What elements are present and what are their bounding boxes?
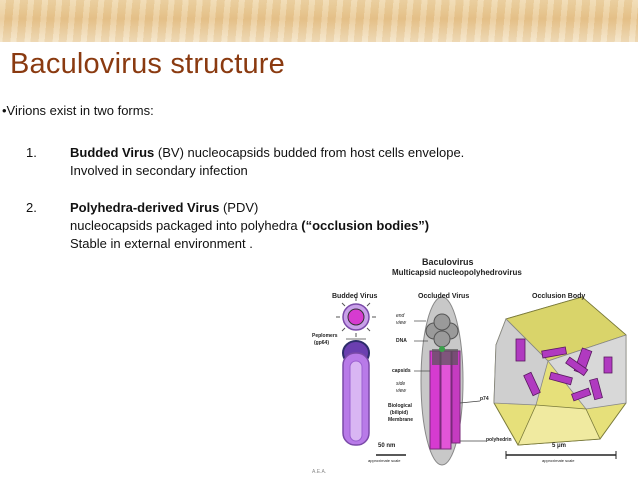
scale-bar-1-note: approximate scale bbox=[368, 458, 401, 463]
occluded-capsid-1 bbox=[429, 350, 441, 450]
header-banner-texture bbox=[0, 0, 638, 42]
label-view-2: view bbox=[396, 388, 407, 394]
label-bilipid: (bilipid) bbox=[390, 410, 409, 416]
label-dna: DNA bbox=[396, 338, 407, 344]
header-banner bbox=[0, 0, 638, 42]
budded-nucleocapsid bbox=[349, 360, 363, 442]
baculovirus-diagram bbox=[336, 296, 627, 466]
crystal-9 bbox=[571, 387, 592, 402]
intro-bullet: •Virions exist in two forms: bbox=[2, 103, 154, 118]
figure-subheading: Multicapsid nucleopolyhedrovirus bbox=[392, 268, 522, 277]
item-2-line-2: nucleocapsids packaged into polyhedra (“… bbox=[70, 217, 429, 235]
crystal-6 bbox=[548, 371, 573, 386]
item-2-bold: Polyhedra-derived Virus bbox=[70, 200, 220, 215]
crystal-2 bbox=[541, 346, 567, 359]
item-1-line-1: Budded Virus (BV) nucleocapsids budded f… bbox=[70, 144, 464, 162]
crystal-1 bbox=[515, 338, 526, 362]
figure-credit: A.E.A. bbox=[312, 469, 327, 475]
label-view: view bbox=[396, 320, 407, 326]
item-2: Polyhedra-derived Virus (PDV) nucleocaps… bbox=[70, 199, 429, 253]
label-polyhedrin: polyhedrin bbox=[486, 437, 512, 443]
panel-occlusion-body: Occlusion Body bbox=[532, 293, 586, 300]
label-end: end bbox=[396, 313, 405, 319]
item-1-bold: Budded Virus bbox=[70, 145, 155, 160]
item-1-number: 1. bbox=[26, 145, 37, 160]
item-1-rest: (BV) nucleocapsids budded from host cell… bbox=[154, 145, 465, 160]
crystal-8 bbox=[603, 356, 613, 374]
scale-bar-2-note: approximate scale bbox=[542, 458, 575, 463]
figure-heading: Baculovirus bbox=[422, 257, 474, 267]
scale-bar-2-value: 5 μm bbox=[552, 443, 567, 449]
item-2-line-1: Polyhedra-derived Virus (PDV) bbox=[70, 199, 429, 217]
label-gp64: (gp64) bbox=[314, 340, 329, 346]
label-p74: p74 bbox=[480, 396, 489, 402]
item-2-line-2-text: nucleocapsids packaged into polyhedra bbox=[70, 218, 302, 233]
occluded-capsid-2 bbox=[440, 350, 452, 450]
panel-occluded-virus: Occluded Virus bbox=[418, 293, 470, 300]
item-1-line-2: Involved in secondary infection bbox=[70, 163, 248, 178]
crystal-7 bbox=[589, 377, 603, 401]
label-side: side bbox=[396, 381, 406, 387]
crystal-5 bbox=[523, 371, 541, 397]
label-biological: Biological bbox=[388, 403, 412, 409]
item-1: Budded Virus (BV) nucleocapsids budded f… bbox=[70, 144, 464, 180]
baculovirus-figure: Baculovirus Multicapsid nucleopolyhedrov… bbox=[310, 253, 638, 479]
item-2-line-3: Stable in external environment . bbox=[70, 236, 253, 251]
item-2-line-2-bold: (“occlusion bodies”) bbox=[301, 218, 430, 233]
crystal-4 bbox=[565, 356, 589, 377]
panel-budded-virus: Budded Virus bbox=[332, 293, 378, 300]
scale-bar-1-value: 50 nm bbox=[378, 443, 396, 449]
item-2-number: 2. bbox=[26, 200, 37, 215]
label-capsids: capsids bbox=[392, 368, 411, 374]
budded-end-view-core bbox=[347, 308, 365, 326]
label-peplomers: Peplomers bbox=[312, 333, 338, 339]
slide-title: Baculovirus structure bbox=[10, 48, 285, 80]
label-membrane: Membrane bbox=[388, 417, 414, 423]
item-2-rest: (PDV) bbox=[219, 200, 259, 215]
